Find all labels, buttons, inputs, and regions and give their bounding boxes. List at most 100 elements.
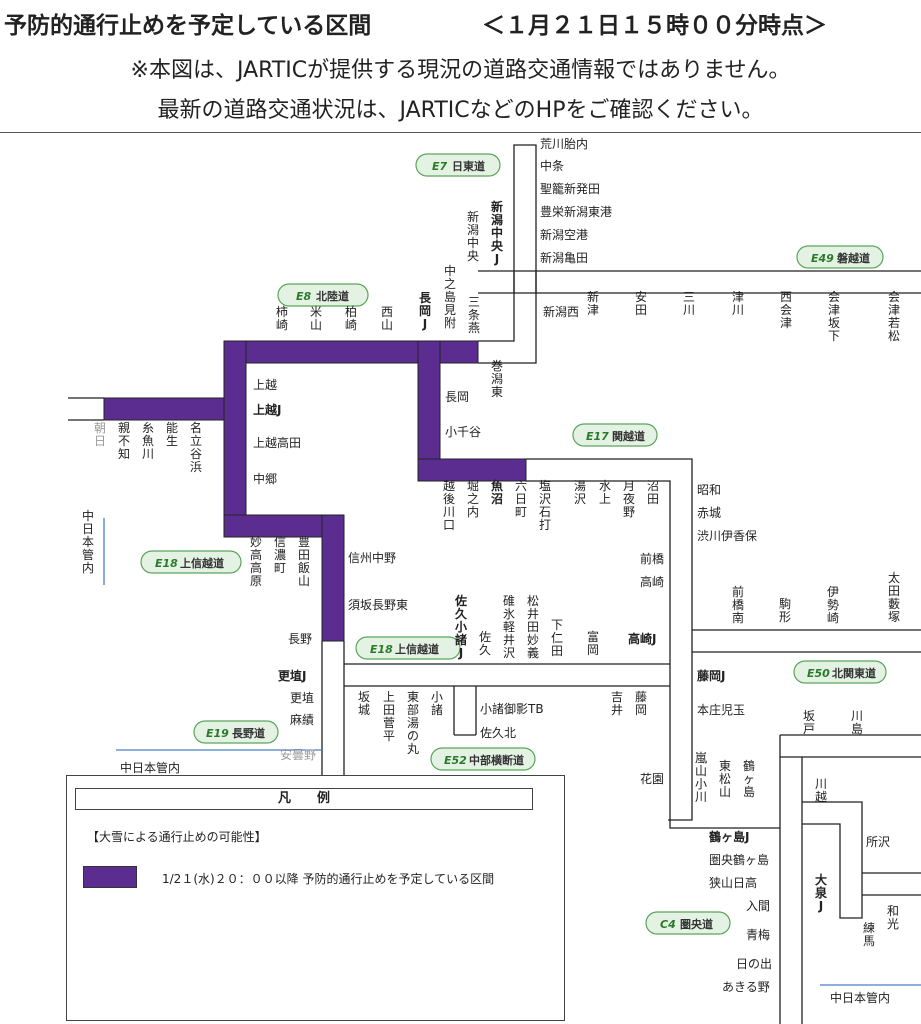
station-label-fujioka: 藤岡	[635, 690, 647, 717]
station-label-yoneyama: 米山	[310, 305, 322, 332]
station-label-minakami: 水上	[599, 479, 611, 506]
station-label-komoro: 小諸	[431, 690, 443, 717]
disclaimer-line-2: 最新の道路交通状況は、JARTICなどのHPをご確認ください。	[157, 98, 764, 123]
closure-joshinetsu-nagano	[321, 514, 345, 642]
road-lines	[68, 144, 921, 1024]
svg-text:E18: E18	[370, 643, 393, 656]
header: 予防的通行止めを予定している区間 ＜１月２１日１５時００分時点＞ ※本図は、JA…	[0, 0, 921, 133]
station-label-saku: 佐久	[479, 630, 491, 657]
svg-text:関越道: 関越道	[612, 429, 645, 443]
svg-text:E19: E19	[206, 727, 229, 740]
legend-closure-swatch	[83, 866, 137, 888]
station-label-shiozawa: 塩沢石打	[539, 478, 551, 532]
station-label-ojiya: 小千谷	[445, 425, 481, 439]
svg-text:長野道: 長野道	[232, 726, 265, 740]
station-label-koshoku: 更埴	[290, 690, 314, 705]
station-label-maebashiminami: 前橋南	[732, 584, 744, 625]
station-label-showa: 昭和	[697, 483, 721, 497]
station-label-maebashi: 前橋	[640, 551, 664, 566]
station-label-toyotaiiyama: 豊田飯山	[298, 535, 310, 588]
station-label-akagi: 赤城	[697, 506, 721, 520]
station-label-koshokuj: 更埴J	[278, 668, 306, 683]
station-label-niitsu: 新津	[587, 289, 599, 317]
station-label-aizuwakamatsu: 会津若松	[888, 290, 900, 343]
station-label-komoromikage: 小諸御影TB	[480, 701, 544, 716]
page-title: 予防的通行止めを予定している区間 ＜１月２１日１５時００分時点＞	[4, 6, 827, 40]
legend-title: 凡 例	[75, 788, 533, 810]
station-label-fujiokaj: 藤岡J	[696, 668, 725, 683]
closure-kanetsu-muikamachi	[417, 458, 527, 482]
station-label-niigatanishi: 新潟西	[543, 304, 579, 319]
station-label-mikawa: 三川	[683, 290, 695, 317]
station-label-nadachi: 名立谷浜	[190, 420, 202, 474]
station-label-uonuma: 魚沼	[491, 478, 503, 506]
station-label-nagaoka: 長岡	[445, 390, 469, 404]
station-label-nishiyama: 西山	[381, 305, 393, 332]
station-label-horinouchi: 堀之内	[467, 478, 479, 519]
station-label-nichihonkannai1: 中日本管内	[82, 508, 94, 575]
station-label-shimonita: 下仁田	[551, 618, 563, 658]
svg-text:上信越道: 上信越道	[180, 556, 224, 570]
station-label-tsurugashima: 鶴ヶ島	[743, 758, 755, 799]
station-label-hinode: 日の出	[736, 957, 772, 971]
station-label-tsugawa: 津川	[732, 290, 744, 317]
svg-text:E17: E17	[586, 430, 609, 443]
station-label-kuko: 新潟空港	[540, 227, 588, 242]
station-label-tomioka: 富岡	[587, 629, 599, 657]
station-label-kawajima: 川島	[851, 709, 863, 736]
svg-text:圏央道: 圏央道	[680, 917, 713, 931]
closure-asahi-joetsu	[103, 397, 225, 421]
station-label-myoko: 妙高高原	[250, 535, 262, 588]
station-label-kawagoe: 川越	[815, 777, 827, 804]
svg-text:北関東道: 北関東道	[832, 666, 876, 680]
station-label-asahi: 朝日	[94, 421, 106, 448]
station-label-sanjo: 三条燕	[468, 295, 480, 335]
timestamp: ＜１月２１日１５時００分時点＞	[482, 13, 827, 39]
station-label-toyosaka: 豊栄新潟東港	[540, 204, 612, 219]
station-label-sakukita: 佐久北	[480, 726, 516, 740]
station-label-seiro: 聖籠新発田	[540, 181, 600, 196]
legend-closure-label: 1/2１(水)２０：００以降 予防的通行止めを予定している区間	[162, 872, 495, 886]
station-label-itoigawa: 糸魚川	[142, 421, 154, 461]
station-label-suzaka: 須坂長野東	[348, 598, 408, 612]
route-badge-c4: C4 圏央道	[645, 911, 731, 935]
svg-text:C4: C4	[660, 918, 676, 931]
station-label-niigatachuo_ic: 新潟中央	[467, 209, 479, 263]
station-label-kameda: 新潟亀田	[540, 250, 588, 265]
station-label-sayama: 狭山日高	[709, 875, 757, 890]
svg-text:北陸道: 北陸道	[316, 289, 349, 303]
svg-text:磐越道: 磐越道	[837, 251, 870, 265]
closure-joetsu-vertical	[223, 340, 247, 538]
station-label-numata: 沼田	[647, 479, 659, 506]
station-label-yuzawa: 湯沢	[574, 479, 586, 506]
station-label-kakizaki: 柿崎	[276, 304, 288, 332]
closure-sections	[103, 340, 527, 642]
station-label-higashimatsuyama: 東松山	[719, 759, 731, 799]
station-label-shinanomachi: 信濃町	[274, 535, 286, 575]
svg-text:E49: E49	[811, 252, 834, 265]
svg-text:上信越道: 上信越道	[395, 642, 439, 656]
station-label-shinshunakano: 信州中野	[348, 550, 396, 565]
station-label-omi: 麻績	[290, 712, 314, 727]
station-label-otayabuzuka: 太田藪塚	[888, 570, 900, 624]
station-label-nou: 能生	[166, 421, 178, 448]
station-label-yasuda: 安田	[635, 289, 647, 317]
station-label-sakaki: 坂城	[358, 690, 370, 717]
station-label-naganostn: 長野	[288, 632, 312, 646]
svg-text:E18: E18	[155, 557, 178, 570]
svg-text:E52: E52	[444, 754, 467, 767]
station-label-matsuidamyogi: 松井田妙義	[527, 594, 539, 660]
station-label-usuikaruizawa: 碓氷軽井沢	[503, 593, 515, 660]
station-label-tokorozawa: 所沢	[866, 835, 890, 849]
disclaimer-line-1: ※本図は、JARTICが提供する現況の道路交通情報ではありません。	[130, 58, 791, 83]
